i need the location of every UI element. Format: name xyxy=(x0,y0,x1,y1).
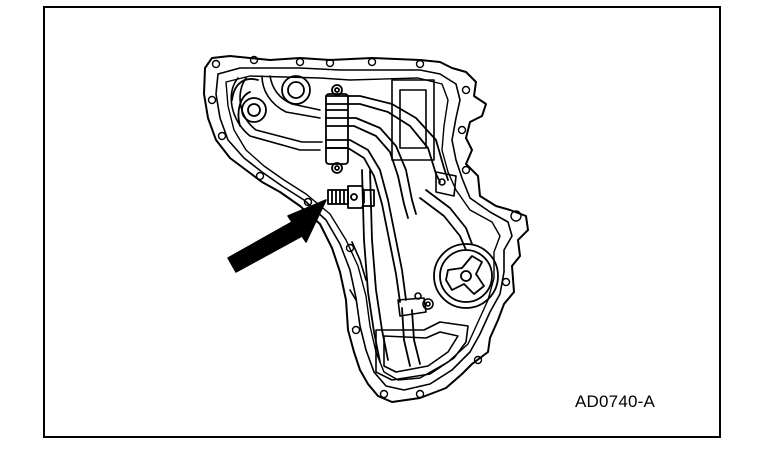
left-tubes xyxy=(230,75,323,151)
gasket-line xyxy=(215,67,513,391)
lower-pan xyxy=(349,241,469,381)
inner-contour xyxy=(225,75,501,381)
bolt-holes xyxy=(207,55,522,399)
callout-arrow xyxy=(227,199,327,273)
sensor-fitting xyxy=(327,185,375,209)
tube-clamps xyxy=(397,171,457,317)
tube-bracket xyxy=(325,84,349,174)
crankshaft-seal xyxy=(433,243,499,309)
upper-seal xyxy=(231,75,311,127)
cover-outline xyxy=(203,55,529,403)
figure-code: AD0740-A xyxy=(575,392,656,411)
tube-bundle xyxy=(325,95,473,367)
